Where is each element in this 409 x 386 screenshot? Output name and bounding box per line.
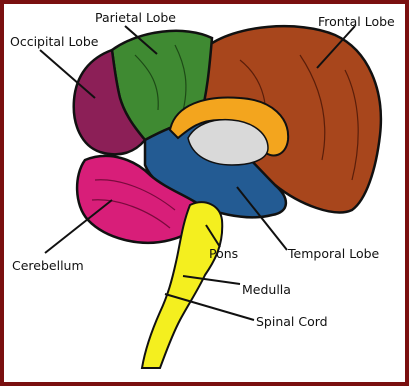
parietal-lobe-label: Parietal Lobe bbox=[95, 10, 176, 25]
medulla-label: Medulla bbox=[242, 282, 291, 297]
brain-diagram: Parietal Lobe Frontal Lobe Occipital Lob… bbox=[4, 4, 405, 382]
pons-label: Pons bbox=[209, 246, 238, 261]
temporal-lobe-label: Temporal Lobe bbox=[287, 246, 380, 261]
frontal-lobe-label: Frontal Lobe bbox=[318, 14, 395, 29]
cerebellum-label: Cerebellum bbox=[12, 258, 84, 273]
occipital-lobe-label: Occipital Lobe bbox=[10, 34, 99, 49]
spinal-cord-label: Spinal Cord bbox=[256, 314, 328, 329]
